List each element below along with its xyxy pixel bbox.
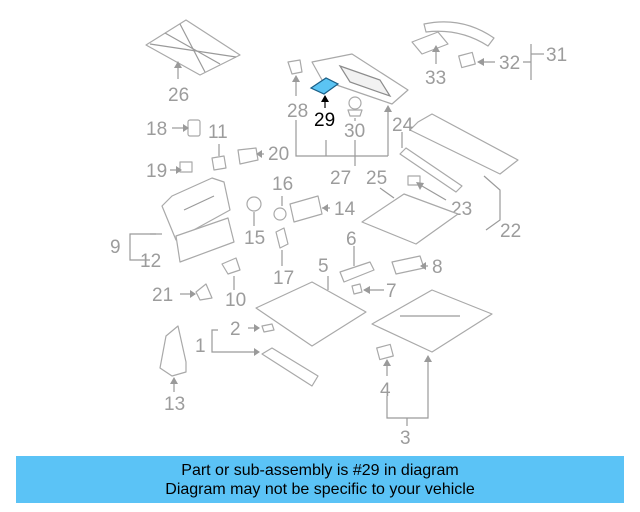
callout-32: 32 bbox=[499, 53, 520, 74]
part-19-clip bbox=[170, 161, 193, 174]
callout-33: 33 bbox=[425, 68, 446, 89]
part-27-rear-shelf bbox=[287, 53, 409, 166]
callout-22: 22 bbox=[500, 221, 521, 242]
part-33-trim-rail bbox=[411, 21, 544, 80]
banner-line-1: Part or sub-assembly is #29 in diagram bbox=[181, 462, 459, 479]
callout-11: 11 bbox=[208, 122, 228, 143]
callout-31: 31 bbox=[546, 45, 567, 66]
banner-line-2: Diagram may not be specific to your vehi… bbox=[165, 481, 475, 498]
callout-5: 5 bbox=[318, 256, 329, 277]
part-9-side-trim bbox=[129, 177, 235, 263]
callout-19: 19 bbox=[146, 161, 167, 182]
part-21-fastener bbox=[180, 283, 213, 301]
info-banner: Part or sub-assembly is #29 in diagram D… bbox=[16, 456, 624, 503]
part-13-side-cover bbox=[159, 325, 187, 392]
callout-25: 25 bbox=[366, 168, 387, 189]
part-24-sill-panel bbox=[399, 113, 519, 231]
callout-18: 18 bbox=[146, 119, 167, 140]
callout-1: 1 bbox=[195, 336, 206, 357]
callout-29: 29 bbox=[314, 110, 335, 131]
callout-8: 8 bbox=[432, 257, 443, 278]
callout-7: 7 bbox=[386, 281, 397, 302]
callout-14: 14 bbox=[334, 199, 356, 220]
callout-27: 27 bbox=[330, 168, 351, 189]
part-10-clip bbox=[221, 257, 241, 290]
callout-2: 2 bbox=[230, 319, 241, 340]
part-25-trunk-mat bbox=[361, 187, 459, 245]
part-6-bracket bbox=[339, 246, 375, 283]
part-20-cover bbox=[237, 147, 264, 165]
callout-21: 21 bbox=[152, 285, 173, 306]
part-17-latch bbox=[275, 227, 289, 266]
part-16-hook bbox=[273, 196, 287, 221]
part-29-highlighted bbox=[309, 77, 340, 108]
callout-9: 9 bbox=[110, 237, 121, 258]
callout-15: 15 bbox=[244, 228, 265, 249]
part-14-panel bbox=[289, 195, 330, 223]
callout-26: 26 bbox=[168, 85, 189, 106]
callout-3: 3 bbox=[400, 428, 411, 449]
callout-17: 17 bbox=[273, 268, 294, 289]
part-8-handle bbox=[391, 255, 428, 275]
part-1-sill bbox=[211, 323, 319, 387]
callout-24: 24 bbox=[392, 115, 414, 136]
callout-6: 6 bbox=[346, 229, 357, 250]
callout-13: 13 bbox=[164, 394, 185, 415]
callout-30: 30 bbox=[344, 121, 365, 142]
part-26-parcel-shelf bbox=[145, 19, 241, 79]
callout-20: 20 bbox=[268, 144, 289, 165]
part-11-clip bbox=[211, 144, 227, 171]
part-3-cargo-floor bbox=[371, 289, 493, 426]
part-7-clip bbox=[351, 283, 384, 295]
part-5-floor-board bbox=[255, 276, 367, 347]
part-15-knob bbox=[246, 196, 262, 226]
callout-4: 4 bbox=[380, 380, 391, 401]
callout-28: 28 bbox=[287, 101, 308, 122]
callout-10: 10 bbox=[225, 290, 246, 311]
callout-16: 16 bbox=[272, 174, 293, 195]
callout-12: 12 bbox=[140, 251, 161, 272]
parts-diagram: 26 33 32 31 28 30 27 29 bbox=[110, 19, 567, 449]
part-18-bracket bbox=[172, 119, 201, 137]
